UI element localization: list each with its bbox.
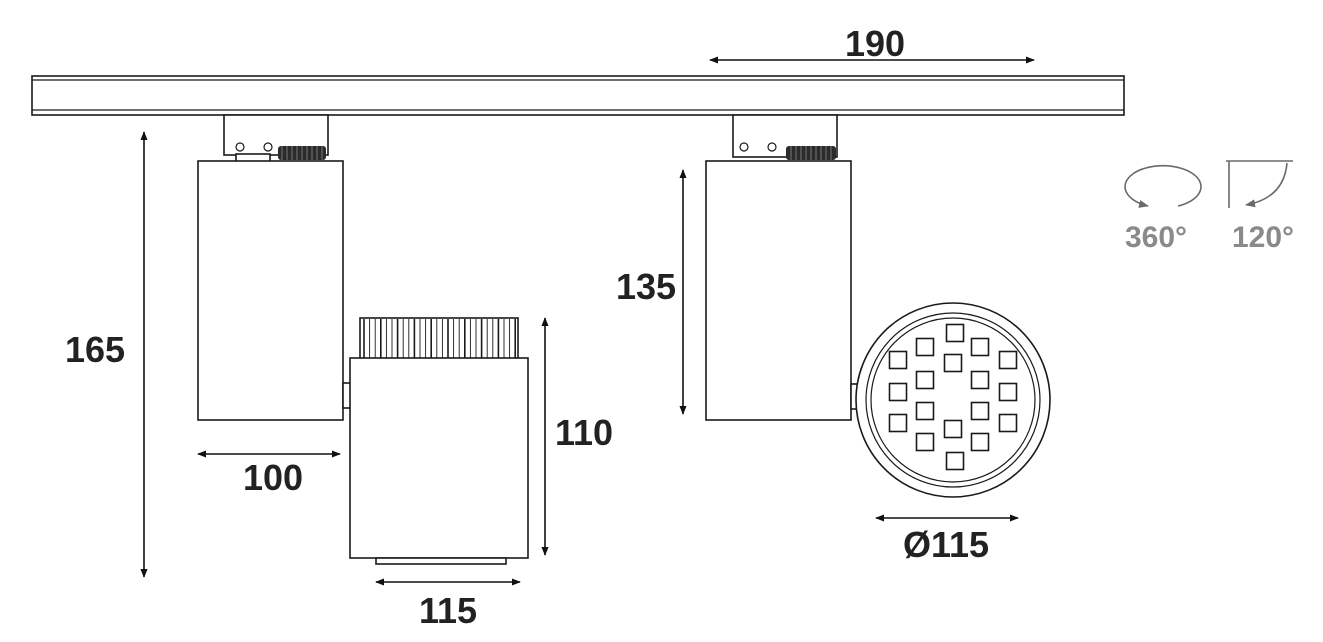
led-lens bbox=[915, 432, 935, 452]
led-lens bbox=[888, 382, 908, 402]
track-rail bbox=[31, 75, 1125, 116]
led-lens bbox=[945, 323, 965, 343]
label-total-height: 165 bbox=[65, 329, 125, 370]
led-lens bbox=[943, 419, 963, 439]
led-lens bbox=[943, 353, 963, 373]
led-lens bbox=[915, 401, 935, 421]
label-body-width: 100 bbox=[243, 457, 303, 498]
led-lens bbox=[945, 451, 965, 471]
label-body-height: 135 bbox=[616, 266, 676, 307]
led-lens bbox=[970, 370, 990, 390]
vertical-tilt-icon bbox=[1226, 160, 1293, 208]
led-lens bbox=[998, 382, 1018, 402]
right-lamp-head-front bbox=[855, 302, 1051, 498]
led-lens bbox=[970, 432, 990, 452]
label-head-height: 110 bbox=[555, 412, 613, 453]
led-lens bbox=[888, 413, 908, 433]
led-lens bbox=[998, 413, 1018, 433]
led-lens bbox=[970, 337, 990, 357]
led-lens bbox=[998, 350, 1018, 370]
label-rail-width: 190 bbox=[845, 23, 905, 64]
horizontal-rotation-icon bbox=[1124, 164, 1202, 208]
led-lens bbox=[888, 350, 908, 370]
led-array bbox=[888, 323, 1018, 471]
led-lens bbox=[915, 337, 935, 357]
left-lamp-head bbox=[349, 317, 529, 565]
label-vertical-tilt: 120° bbox=[1232, 221, 1294, 254]
label-horizontal-rotation: 360° bbox=[1125, 221, 1187, 254]
led-lens bbox=[970, 401, 990, 421]
right-driver-body bbox=[705, 160, 859, 421]
left-driver-body bbox=[197, 160, 352, 421]
label-head-diameter: Ø115 bbox=[903, 524, 989, 565]
left-adapter bbox=[223, 114, 329, 163]
led-lens bbox=[915, 370, 935, 390]
right-adapter bbox=[732, 114, 838, 160]
label-head-width: 115 bbox=[419, 590, 477, 631]
